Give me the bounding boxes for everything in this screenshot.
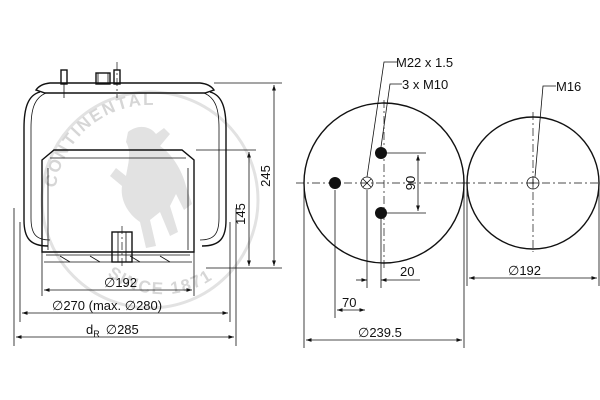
top-plate-outline	[34, 82, 216, 94]
dim-bottom-plate-dia: ∅192	[508, 263, 541, 278]
dim-bellow-dia: ∅270 (max. ∅280)	[52, 298, 162, 313]
label-thread-m22: M22 x 1.5	[396, 55, 453, 70]
hole-bottom	[375, 207, 387, 219]
hole-m16	[526, 176, 540, 190]
label-thread-m16: M16	[556, 79, 581, 94]
label-thread-m10: 3 x M10	[402, 77, 448, 92]
dim-height-total: 245	[258, 165, 273, 187]
dim-plate-dia: ∅239.5	[358, 325, 402, 340]
rearing-horse-icon	[110, 126, 192, 248]
bellow-right	[201, 91, 227, 247]
hole-top	[375, 147, 387, 159]
leader-m16	[534, 85, 556, 178]
dim-offset-20: 20	[400, 264, 414, 279]
leader-m10	[380, 83, 402, 148]
top-plate-view: M22 x 1.5 3 x M10 90 20 70 ∅239.5	[296, 55, 472, 348]
dim-height-piston: 145	[233, 203, 248, 225]
dim-offset-70: 70	[342, 295, 356, 310]
bellow-left	[23, 91, 49, 247]
air-fitting	[95, 72, 111, 85]
dim-bolt-spacing: 90	[403, 176, 418, 190]
stud-left	[60, 69, 68, 85]
dim-dr-value: dR∅285	[86, 322, 139, 339]
dim-piston-dia: ∅192	[104, 275, 137, 290]
air-spring-side-view: 245 145 ∅192 ∅270 (max. ∅280) dR∅285	[13, 62, 282, 346]
bottom-plate-view: M16 ∅192	[462, 79, 600, 286]
hole-left	[329, 177, 341, 189]
leader-m22	[366, 61, 398, 178]
